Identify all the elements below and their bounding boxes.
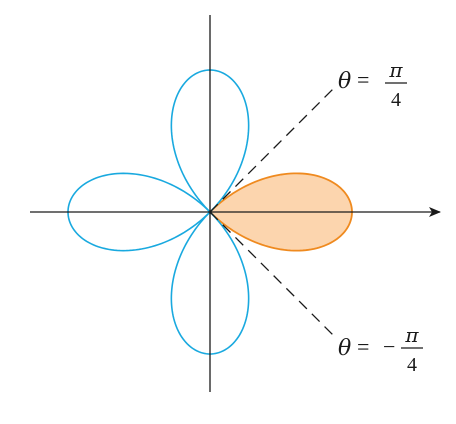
lower-label-numerator: π bbox=[404, 323, 419, 347]
label-theta-pi-over-4: θ = π 4 bbox=[338, 58, 407, 111]
ray-theta-pi-over-4 bbox=[209, 85, 337, 213]
upper-label-denominator: 4 bbox=[391, 89, 401, 111]
upper-label-numerator: π bbox=[388, 58, 403, 82]
lower-label-minus-sign: − bbox=[383, 334, 395, 359]
label-theta-minus-pi-over-4: θ = − π 4 bbox=[338, 323, 423, 376]
lower-label-theta: θ bbox=[338, 336, 351, 361]
lower-label-denominator: 4 bbox=[407, 354, 417, 376]
lower-label-equals: = bbox=[357, 334, 369, 359]
upper-label-theta: θ bbox=[338, 69, 351, 94]
ray-theta-minus-pi-over-4 bbox=[209, 211, 335, 337]
upper-label-equals: = bbox=[357, 67, 369, 92]
